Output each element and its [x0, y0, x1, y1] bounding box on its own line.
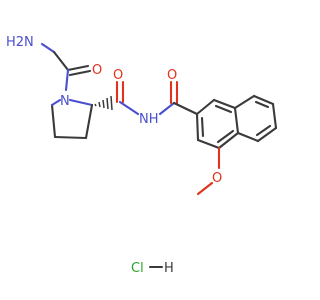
bond-nap-5 [196, 138, 221, 150]
bond-nap-9 [271, 102, 278, 130]
label-nh: NH [139, 112, 159, 127]
bond-nh-c [158, 101, 176, 116]
bond-nap-6-double [200, 116, 205, 138]
bond-nap-2 [212, 98, 237, 110]
label-o-prolyl: O [113, 68, 123, 83]
bond-o-ch3 [196, 181, 214, 196]
bond-c3-c4 [53, 135, 88, 140]
bond-c2-c3 [84, 103, 94, 140]
bond-nap-11 [236, 131, 260, 143]
structure-diagram: H2N O N O NH O O Cl H [6, 35, 278, 276]
bond-co-o-double [68, 69, 92, 77]
bond-nap-7 [233, 94, 256, 110]
bond-nap-8 [252, 94, 275, 106]
bond-c4-c5 [50, 103, 57, 139]
label-o-glycyl: O [92, 63, 102, 78]
bond-c-aryl [172, 101, 199, 116]
bond-nap-6 [195, 112, 200, 142]
bond-ch2-co [52, 50, 70, 72]
label-hcl-h: H [164, 261, 174, 276]
bond-co-o [66, 64, 90, 72]
bond-nap-10 [256, 126, 278, 143]
label-hcl-cl: Cl [131, 261, 144, 276]
label-n-ring: N [60, 94, 70, 109]
stereo-hash-bond [94, 95, 113, 111]
label-h2n: H2N [6, 35, 34, 50]
bond-c-nh [118, 100, 140, 116]
bond-nap-3 [233, 106, 240, 135]
bond-n-c2 [68, 98, 94, 107]
label-o-naphthoyl: O [167, 68, 177, 83]
bond-nap-10-double [255, 124, 272, 137]
bond-nap-4 [217, 131, 240, 150]
label-o-methoxy: O [212, 171, 222, 186]
bond-nap-4-double [216, 129, 235, 144]
bond-nap-1 [195, 98, 216, 116]
bond-nap-2-double [214, 104, 233, 114]
bond-nh2-ch2 [40, 42, 56, 54]
bond-nap-8-double [254, 100, 270, 109]
bond-c5-n [50, 98, 62, 107]
bond-co-n [64, 68, 70, 92]
